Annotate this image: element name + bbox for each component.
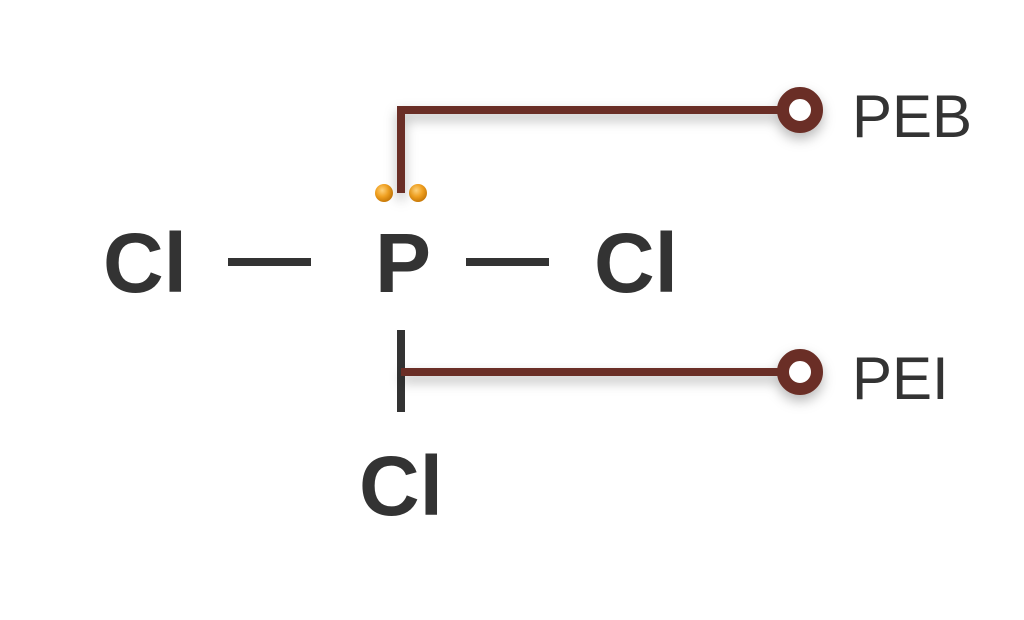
bond-pair-callout [401, 349, 823, 395]
lone-pair-electron-right [409, 184, 427, 202]
lone-pair-callout [397, 87, 823, 193]
lone-pair-callout-marker [777, 87, 823, 133]
lone-pair-electron-left [375, 184, 393, 202]
bond-pair-label: PEI [852, 345, 949, 412]
atom-central-phosphorus: P [375, 216, 431, 310]
atom-left-chlorine: Cl [103, 216, 187, 310]
bond-pair-callout-marker [777, 349, 823, 395]
atom-right-chlorine: Cl [594, 216, 678, 310]
atom-bottom-chlorine: Cl [359, 439, 443, 533]
lone-pair-label: PEB [852, 83, 972, 150]
lone-pair-callout-line [397, 106, 780, 193]
